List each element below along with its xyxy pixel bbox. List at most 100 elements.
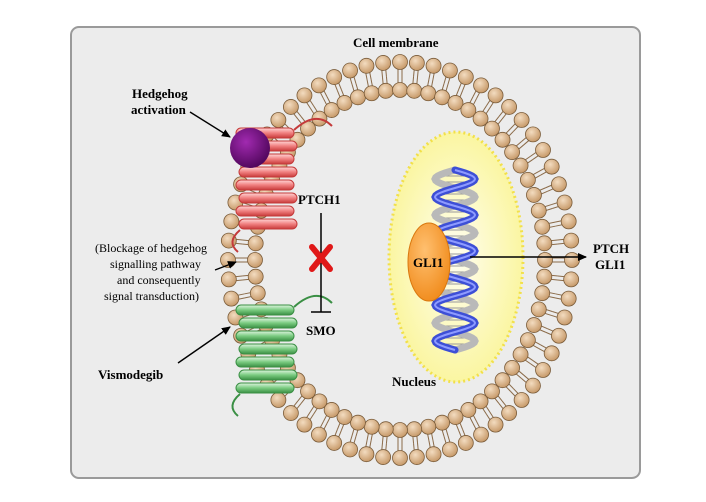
lipid-head xyxy=(530,301,547,318)
lipid-head xyxy=(223,290,240,307)
hedgehog-label-line2: activation xyxy=(131,102,187,117)
lipid-head xyxy=(487,87,504,104)
lipid-head xyxy=(525,377,541,394)
lipid-head xyxy=(300,383,316,400)
lipid-head xyxy=(513,392,530,408)
lipid-head xyxy=(473,426,489,443)
smo-label: SMO xyxy=(306,323,336,338)
lipid-head xyxy=(442,62,458,79)
lipid-head xyxy=(504,359,520,376)
output-label-line1: PTCH xyxy=(593,241,629,256)
lipid-head xyxy=(377,421,394,438)
lipid-head xyxy=(434,89,450,106)
lipid-head xyxy=(560,290,577,307)
lipid-head xyxy=(270,392,287,408)
lipid-head xyxy=(526,187,542,203)
lipid-head xyxy=(375,449,392,465)
cell-membrane-label: Cell membrane xyxy=(353,35,439,50)
lipid-head xyxy=(392,54,408,70)
lipid-head xyxy=(247,252,263,268)
lipid-head xyxy=(350,89,366,106)
helix-segment xyxy=(235,304,295,316)
lipid-head xyxy=(406,421,423,438)
lipid-head xyxy=(311,426,327,443)
blockage-arrow xyxy=(214,261,237,271)
lipid-head xyxy=(311,77,327,94)
lipid-head xyxy=(534,218,551,235)
helix-segment xyxy=(238,369,298,381)
lipid-head xyxy=(512,346,529,363)
lipid-head xyxy=(363,85,380,102)
helix-segment xyxy=(235,382,295,394)
lipid-head xyxy=(408,449,425,465)
lipid-head xyxy=(358,446,375,463)
lipid-head xyxy=(473,77,489,94)
helix-loop xyxy=(293,118,333,131)
lipid-head xyxy=(447,95,464,111)
gli1-protein xyxy=(407,222,451,302)
lipid-head xyxy=(282,405,299,421)
helix-segment xyxy=(238,343,298,355)
lipid-head xyxy=(358,57,375,74)
lipid-head xyxy=(434,414,450,431)
lipid-head xyxy=(494,372,511,389)
lipid-head xyxy=(535,362,551,378)
lipid-head xyxy=(420,418,437,435)
lipid-head xyxy=(535,142,551,158)
lipid-head xyxy=(543,158,560,175)
helix-segment xyxy=(235,330,295,342)
vismodegib-label: Vismodegib xyxy=(98,367,163,382)
lipid-head xyxy=(460,102,477,118)
lipid-head xyxy=(564,252,580,268)
lipid-head xyxy=(537,252,553,268)
lipid-head xyxy=(484,383,500,400)
lipid-head xyxy=(551,176,567,193)
lipid-head xyxy=(296,87,313,104)
dna-strand-highlight xyxy=(433,169,477,351)
dna-double-helix xyxy=(431,166,479,354)
nucleus-label: Nucleus xyxy=(392,374,436,389)
helix-segment xyxy=(235,179,295,191)
lipid-head xyxy=(375,55,392,71)
lipid-head xyxy=(220,271,237,288)
lipid-head xyxy=(472,110,489,127)
lipid-head xyxy=(425,57,442,74)
vismodegib-arrow xyxy=(177,326,231,364)
lipid-head xyxy=(512,157,529,174)
helix-segment xyxy=(238,166,298,178)
lipid-head xyxy=(504,144,520,161)
lipid-head xyxy=(323,102,340,118)
lipid-head xyxy=(420,85,437,102)
lipid-head xyxy=(513,112,530,128)
lipid-head xyxy=(536,268,553,285)
lipid-head xyxy=(501,99,518,115)
lipid-head xyxy=(526,317,542,333)
cell-membrane-bilayer xyxy=(220,54,580,466)
lipid-head xyxy=(408,55,425,71)
gli1-label: GLI1 xyxy=(413,255,443,270)
lipid-head xyxy=(326,435,343,451)
lipid-head xyxy=(525,126,541,143)
helix-segment xyxy=(238,317,298,329)
hedgehog-label-line1: Hedgehog xyxy=(132,86,188,101)
lipid-head xyxy=(460,402,477,418)
lipid-head xyxy=(406,82,423,99)
blockage-label-line3: and consequently xyxy=(117,273,201,287)
blockage-label-line1: (Blockage of hedgehog xyxy=(95,241,207,255)
lipid-head xyxy=(560,213,577,230)
lipid-head xyxy=(270,112,287,128)
blockage-label-line2: signalling pathway xyxy=(110,257,201,271)
lipid-head xyxy=(536,235,553,252)
ptch1-label: PTCH1 xyxy=(298,192,341,207)
lipid-head xyxy=(472,393,489,410)
lipid-head xyxy=(447,409,464,425)
lipid-head xyxy=(392,422,408,438)
helix-loop xyxy=(293,295,333,308)
hedgehog-ligand xyxy=(230,128,270,168)
helix-loop xyxy=(231,229,241,253)
output-label-line2: GLI1 xyxy=(595,257,625,272)
helix-loop xyxy=(231,393,241,417)
lipid-head xyxy=(534,285,551,302)
